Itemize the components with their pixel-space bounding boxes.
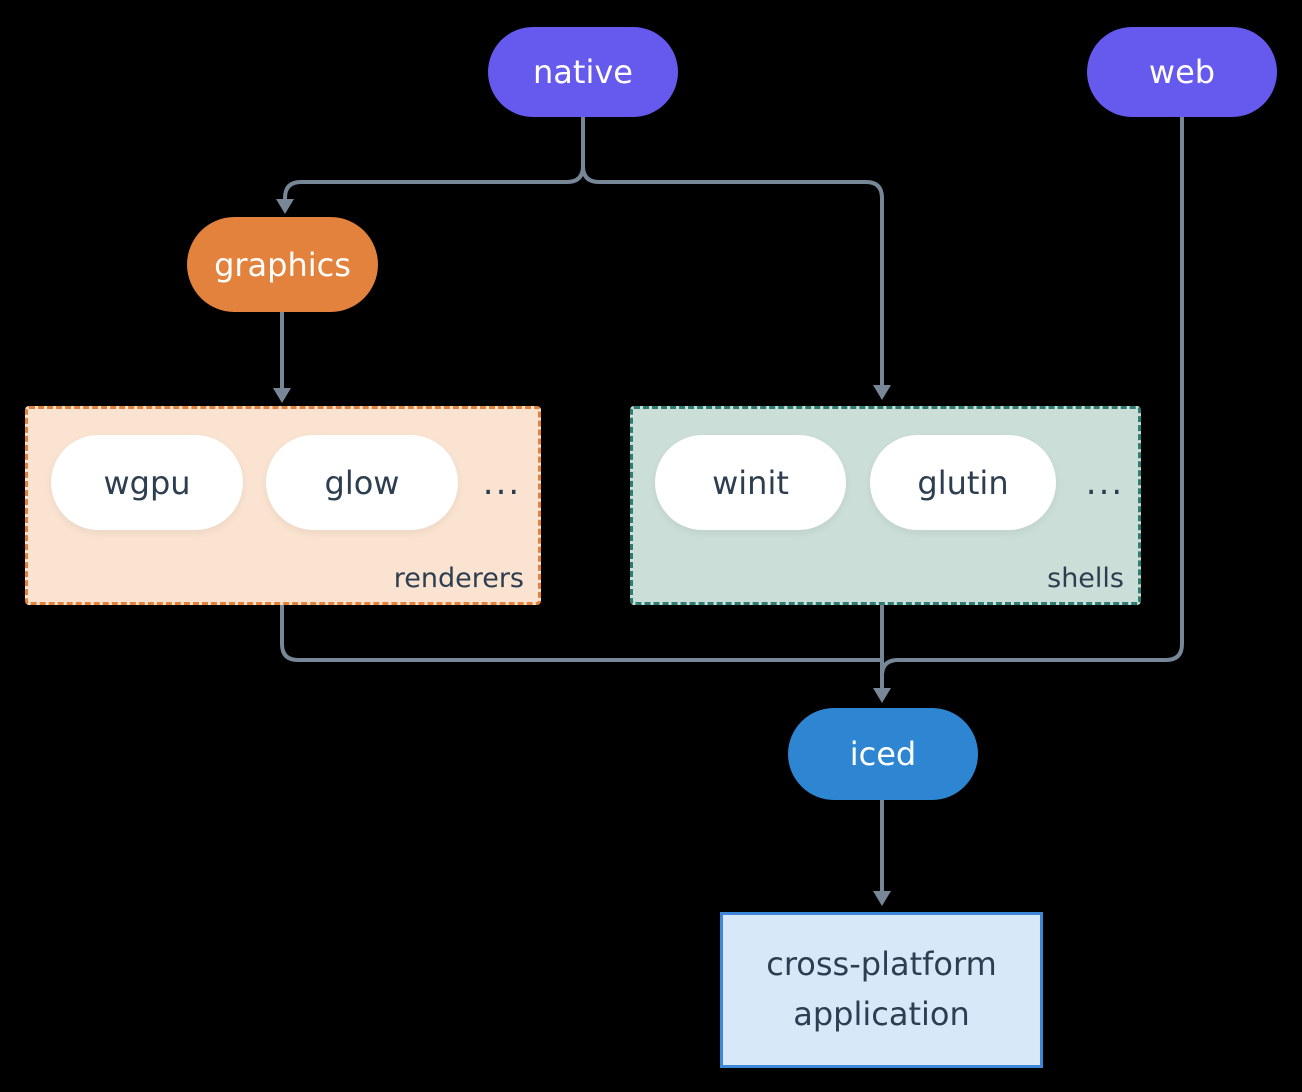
node-native-label: native (533, 53, 633, 91)
edge-native-graphics (283, 117, 585, 199)
node-glutin: glutin (870, 435, 1056, 530)
shells-caption: shells (1047, 563, 1124, 594)
node-glow-label: glow (324, 463, 400, 502)
shells-ellipsis: ... (1085, 462, 1125, 503)
group-renderers: wgpu glow ... renderers (25, 406, 541, 605)
node-winit: winit (655, 435, 846, 530)
node-winit-label: winit (712, 463, 789, 502)
node-wgpu: wgpu (51, 435, 243, 530)
node-web-label: web (1148, 53, 1216, 91)
arrowhead-native-graphics (276, 199, 294, 214)
node-web: web (1087, 27, 1277, 117)
node-glutin-label: glutin (917, 463, 1009, 502)
node-iced: iced (788, 708, 978, 800)
node-graphics-label: graphics (214, 245, 351, 284)
arrowhead-iced-app (873, 891, 891, 906)
edge-native-shells (581, 117, 884, 385)
arrowhead-graphics-renderers (273, 388, 291, 403)
node-wgpu-label: wgpu (103, 463, 191, 502)
renderers-ellipsis: ... (482, 462, 522, 503)
node-iced-label: iced (849, 735, 917, 773)
edge-renderers-iced (280, 599, 882, 662)
node-glow: glow (266, 435, 458, 530)
renderers-caption: renderers (393, 563, 524, 594)
arrowhead-iced (873, 688, 891, 703)
arrowhead-native-shells (873, 385, 891, 400)
node-cross-platform-application: cross-platform application (720, 912, 1043, 1068)
node-app-label: cross-platform application (766, 945, 997, 1033)
node-native: native (488, 27, 678, 117)
group-shells: winit glutin ... shells (630, 406, 1141, 605)
node-graphics: graphics (187, 217, 378, 312)
